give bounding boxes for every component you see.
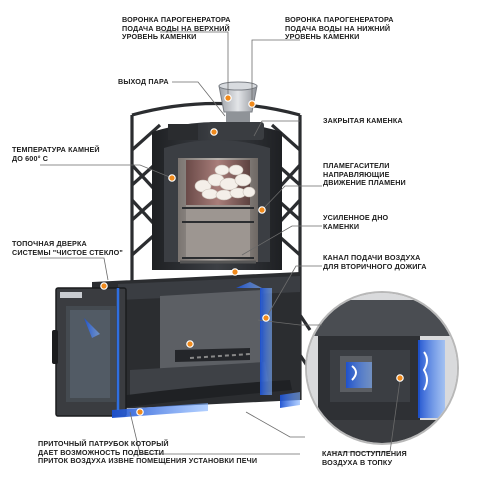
leader-lines — [40, 31, 401, 455]
label-inlet-pipe: ПРИТОЧНЫЙ ПАТРУБОК КОТОРЫЙ ДАЕТ ВОЗМОЖНО… — [38, 439, 258, 466]
label-firebox-air-channel: КАНАЛ ПОСТУПЛЕНИЯ ВОЗДУХА В ТОПКУ — [322, 449, 407, 467]
label-closed-heater: ЗАКРЫТАЯ КАМЕНКА — [323, 116, 403, 125]
lattice-frame — [130, 101, 312, 400]
label-flame-arresters: ПЛАМЕГАСИТЕЛИ НАПРАВЛЯЮЩИЕ ДВИЖЕНИЕ ПЛАМ… — [323, 161, 406, 188]
stones-icon — [194, 164, 256, 201]
label-steam-funnel-bottom: ВОРОНКА ПАРОГЕНЕРАТОРА ПОДАЧА ВОДЫ НА НИ… — [285, 15, 394, 42]
callout-dot-icon — [100, 94, 404, 416]
airflow-arrow-icon — [84, 282, 300, 418]
firebox — [92, 272, 300, 410]
label-secondary-air-channel: КАНАЛ ПОДАЧИ ВОЗДУХА ДЛЯ ВТОРИЧНОГО ДОЖИ… — [323, 253, 427, 271]
label-stone-temperature: ТЕМПЕРАТУРА КАМНЕЙ ДО 600° С — [12, 145, 100, 163]
firebox-door — [52, 287, 127, 417]
grate-icon — [182, 207, 254, 259]
label-steam-outlet: ВЫХОД ПАРА — [118, 77, 169, 86]
label-firebox-door: ТОПОЧНАЯ ДВЕРКА СИСТЕМЫ "ЧИСТОЕ СТЕКЛО" — [12, 239, 123, 257]
label-reinforced-bottom: УСИЛЕННОЕ ДНО КАМЕНКИ — [323, 213, 389, 231]
label-steam-funnel-top: ВОРОНКА ПАРОГЕНЕРАТОРА ПОДАЧА ВОДЫ НА ВЕ… — [122, 15, 231, 42]
steam-funnel — [218, 81, 258, 124]
zoom-inset — [305, 291, 459, 445]
